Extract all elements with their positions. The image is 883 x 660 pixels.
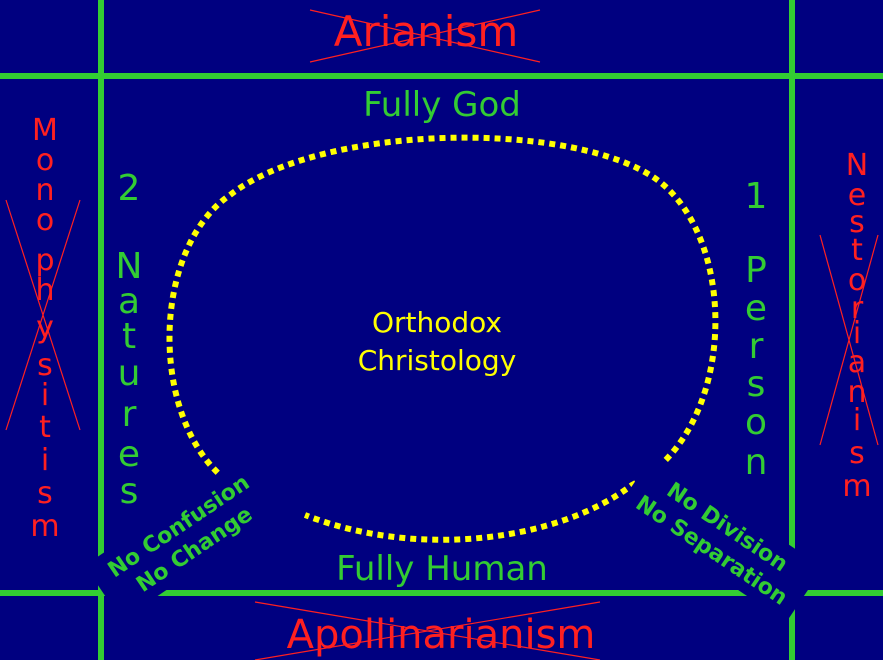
left-label-letter: e xyxy=(118,434,140,475)
left-heresy-letter: p xyxy=(35,243,54,278)
left-heresy-letter: s xyxy=(37,348,53,383)
right-label-letter: n xyxy=(745,442,768,483)
center-line-2: Christology xyxy=(358,344,517,377)
left-label-letter: s xyxy=(120,471,139,512)
left-heresy-letter: M xyxy=(32,113,58,148)
left-label-letter: u xyxy=(118,353,141,394)
right-label-letter: e xyxy=(745,288,767,329)
right-label-number: 1 xyxy=(745,176,768,217)
left-label-number: 2 xyxy=(118,168,141,209)
left-heresy-letter: i xyxy=(41,378,49,413)
left-label-letter: r xyxy=(122,394,137,435)
left-heresy-letter: i xyxy=(41,443,49,478)
right-heresy-letter: n xyxy=(847,375,866,410)
orthodox-ellipse xyxy=(166,134,719,543)
right-heresy-letter: e xyxy=(848,178,866,213)
right-label-letter: P xyxy=(745,250,767,291)
center-line-1: Orthodox xyxy=(372,306,502,339)
right-heresy-letter: i xyxy=(853,316,861,351)
left-label-letter: a xyxy=(118,281,140,322)
bottom-heresy-cross xyxy=(254,601,601,660)
right-label-letter: r xyxy=(749,326,764,367)
right-label: 1 P e r s o n xyxy=(745,176,768,483)
left-heresy-letter: h xyxy=(35,273,54,308)
left-heresy-letter: o xyxy=(36,203,54,238)
left-label-letter: N xyxy=(116,246,143,287)
right-heresy-text: N e s t o r i a n i s m xyxy=(842,148,871,504)
left-heresy-letter: m xyxy=(30,509,59,544)
right-heresy-letter: o xyxy=(848,263,866,298)
right-banner-bg xyxy=(616,453,824,623)
left-heresy-text: M o n o p h y s i t i s m xyxy=(30,113,59,544)
top-heresy-cross xyxy=(309,9,541,63)
right-heresy-cross xyxy=(819,234,879,446)
top-heresy-text: Arianism xyxy=(334,7,519,56)
left-heresy-letter: o xyxy=(36,143,54,178)
left-label-letter: t xyxy=(122,316,136,357)
right-heresy-letter: N xyxy=(846,148,868,183)
left-banner-bg xyxy=(84,453,288,621)
left-heresy-letter: n xyxy=(35,173,54,208)
right-label-letter: s xyxy=(747,364,766,405)
right-label-letter: o xyxy=(745,402,767,443)
right-heresy-letter: i xyxy=(853,403,861,438)
left-heresy-letter: s xyxy=(37,476,53,511)
top-label: Fully God xyxy=(363,85,521,125)
left-label: 2 N a t u r e s xyxy=(116,168,143,512)
left-heresy-cross xyxy=(5,199,81,431)
right-heresy-letter: s xyxy=(849,436,865,471)
bottom-label: Fully Human xyxy=(336,549,548,589)
left-heresy-letter: t xyxy=(39,410,51,445)
right-heresy-letter: s xyxy=(849,205,865,240)
right-heresy-letter: m xyxy=(842,469,871,504)
right-heresy-letter: t xyxy=(851,233,863,268)
